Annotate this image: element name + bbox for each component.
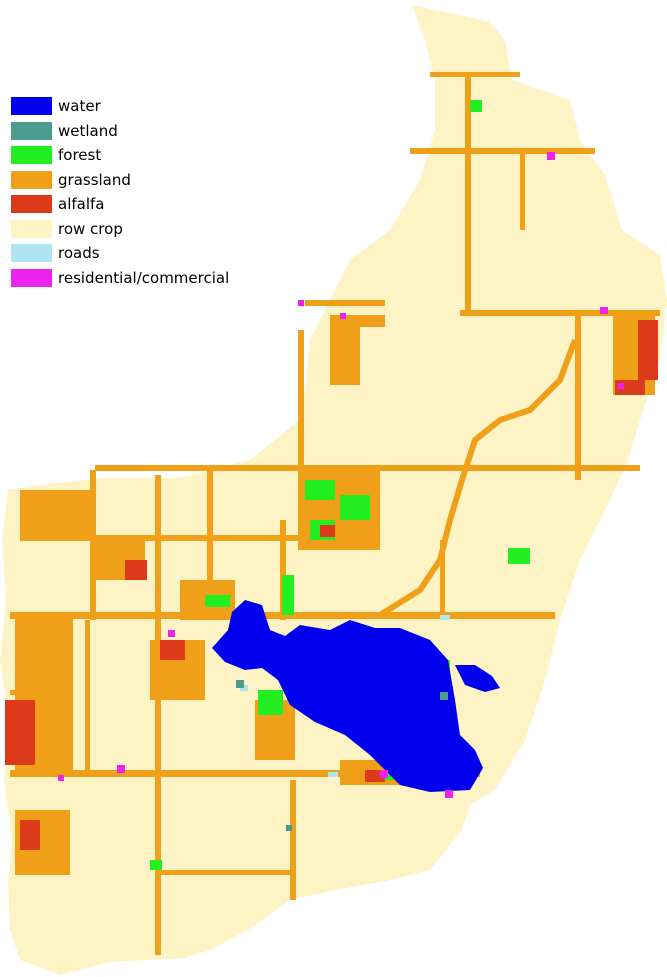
legend-item-grassland: grassland xyxy=(11,168,229,193)
legend-label: wetland xyxy=(58,121,118,140)
legend-label: alfalfa xyxy=(58,195,105,214)
legend-swatch xyxy=(11,170,52,189)
grass-strips-vertical xyxy=(85,75,581,955)
legend-label: roads xyxy=(58,244,100,263)
diagonal-road xyxy=(378,338,578,618)
legend-label: row crop xyxy=(58,219,123,238)
legend-item-residential-commercial: residential/commercial xyxy=(11,266,229,291)
legend-label: water xyxy=(58,97,101,116)
legend-swatch xyxy=(11,219,52,238)
legend-swatch xyxy=(11,195,52,214)
legend-label: grassland xyxy=(58,170,131,189)
legend-swatch xyxy=(11,146,52,165)
legend-swatch xyxy=(11,244,52,263)
wetland-spots xyxy=(236,680,448,831)
legend-item-roads: roads xyxy=(11,241,229,266)
residential-spots xyxy=(58,152,624,798)
legend-swatch xyxy=(11,268,52,287)
legend-item-row-crop: row crop xyxy=(11,217,229,242)
legend-swatch xyxy=(11,121,52,140)
lake-east-lobe xyxy=(455,665,500,692)
legend-item-forest: forest xyxy=(11,143,229,168)
map-legend: water wetland forest grassland alfalfa row cr… xyxy=(11,94,229,290)
legend-label: residential/commercial xyxy=(58,268,230,287)
legend-item-wetland: wetland xyxy=(11,119,229,144)
legend-swatch xyxy=(11,97,52,116)
legend-item-water: water xyxy=(11,94,229,119)
legend-item-alfalfa: alfalfa xyxy=(11,192,229,217)
legend-label: forest xyxy=(58,146,102,165)
lake xyxy=(212,600,483,792)
